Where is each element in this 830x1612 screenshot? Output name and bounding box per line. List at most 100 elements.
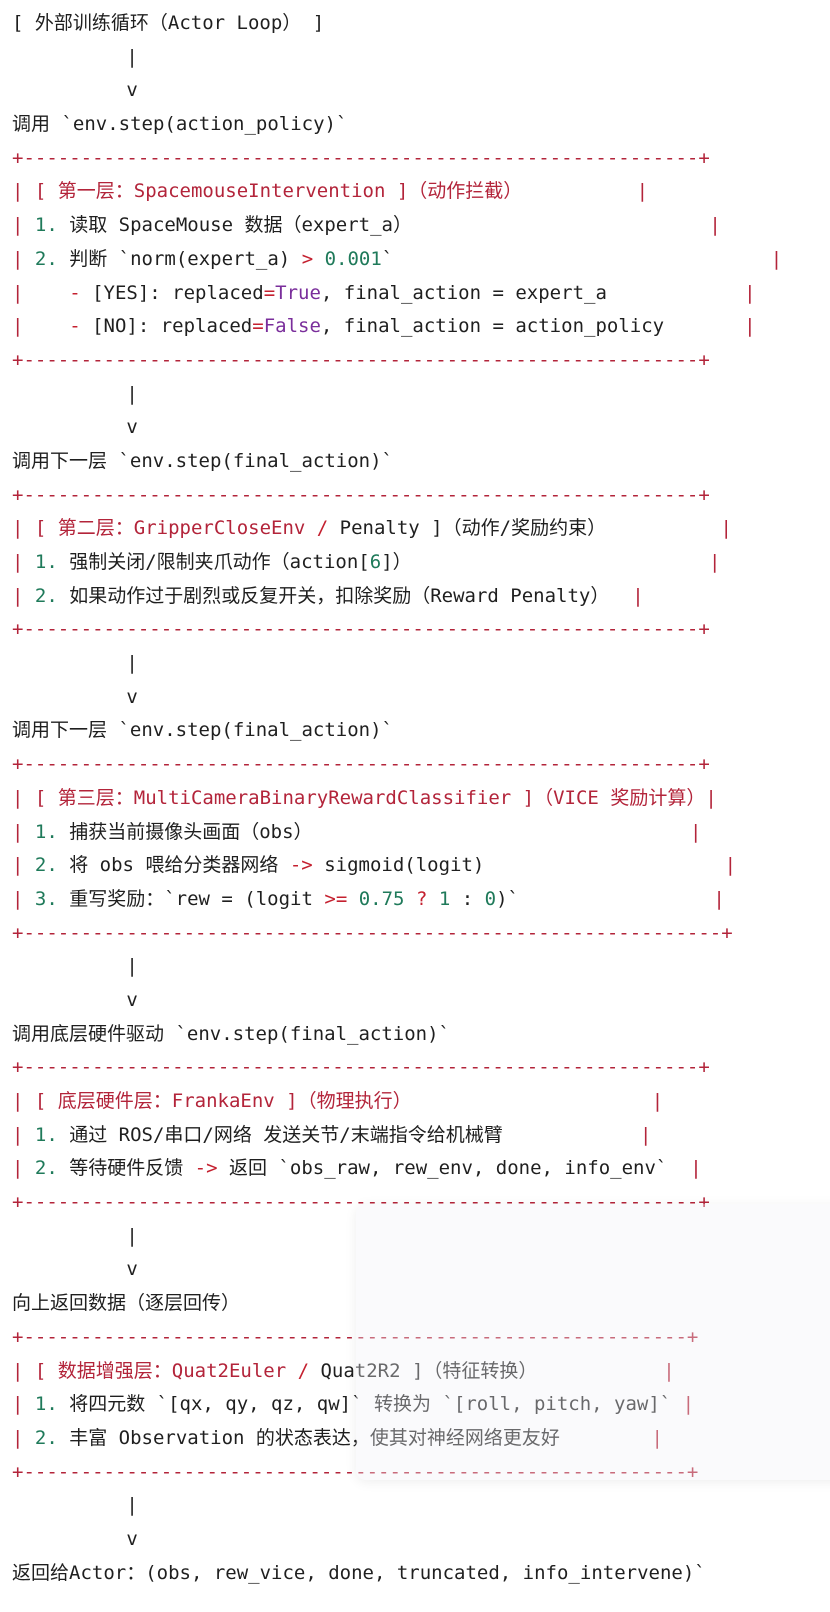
code-token: v [12, 1258, 138, 1281]
code-token: | [663, 1359, 675, 1382]
code-line: 调用 `env.step(action_policy)` [12, 108, 830, 142]
code-line: | [12, 950, 830, 984]
code-token: 等待硬件反馈 [57, 1157, 195, 1180]
code-token: Quat2R2 ]（特征转换） [309, 1359, 664, 1382]
code-token: v [12, 79, 138, 102]
code-token: | [12, 315, 70, 338]
code-token: | [12, 551, 35, 573]
code-token: | [12, 247, 35, 270]
code-token: 向上返回数据（逐层回传） [12, 1292, 241, 1315]
code-token: 1. [34, 820, 58, 843]
code-token: +---------------------------------------… [12, 146, 710, 169]
code-token: | [12, 1224, 138, 1247]
code-line: v [12, 984, 830, 1018]
code-line: | [12, 1220, 830, 1254]
code-token: 返回给Actor：(obs, rew_vice, done, truncated… [12, 1561, 706, 1584]
code-token: 0.75 [358, 887, 405, 910]
code-token: 0.001 [324, 247, 382, 270]
code-token: 返回 `obs_raw, rew_env, done, info_env` [217, 1157, 691, 1180]
code-token: - [69, 315, 81, 338]
code-line: | [ 第一层：SpacemouseIntervention ]（动作拦截） | [12, 175, 830, 209]
code-token: | [709, 214, 721, 237]
code-line: +---------------------------------------… [12, 142, 830, 176]
code-token: | [690, 1157, 702, 1180]
code-token: | [724, 854, 737, 877]
code-line: | [ 第三层：MultiCameraBinaryRewardClassifie… [12, 782, 830, 816]
code-line: 调用下一层 `env.step(final_action)` [12, 714, 830, 748]
code-token [347, 888, 358, 910]
code-line: | [ 底层硬件层：FrankaEnv ]（物理执行） | [12, 1085, 830, 1119]
code-token: | [12, 214, 35, 237]
code-token: 调用 `env.step(action_policy)` [12, 113, 348, 136]
code-line: +---------------------------------------… [12, 1456, 830, 1490]
code-line: | 1. 读取 SpaceMouse 数据（expert_a） | [12, 209, 830, 243]
code-token: 2. [34, 1426, 58, 1449]
code-token: | [12, 281, 70, 304]
code-line: v [12, 1253, 830, 1287]
code-token: v [12, 416, 138, 439]
code-token: 1. [34, 551, 58, 573]
code-line: +---------------------------------------… [12, 1186, 830, 1220]
code-line: | 2. 判断 `norm(expert_a) > 0.001` | [12, 243, 830, 277]
code-token: False [263, 315, 321, 338]
code-line: | 2. 如果动作过于剧烈或反复开关，扣除奖励（Reward Penalty） … [12, 580, 830, 614]
code-token: -> [289, 854, 313, 877]
code-line: | - [YES]: replaced=True, final_action =… [12, 277, 830, 311]
code-token: | [12, 887, 35, 910]
code-token: | [ 第二层：GripperCloseEnv [12, 517, 317, 540]
code-token: | [12, 1157, 35, 1180]
code-token: | [12, 652, 138, 675]
code-token: ]） [381, 551, 710, 573]
code-token: 判断 `norm(expert_a) [57, 247, 302, 270]
code-token: ` [381, 247, 771, 270]
code-line: | 1. 强制关闭/限制夹爪动作（action[6]） | [12, 546, 830, 580]
code-line: [ 外部训练循环（Actor Loop） ] [12, 7, 830, 41]
code-token: +---------------------------------------… [12, 1056, 710, 1079]
code-token: | [651, 1426, 663, 1449]
code-line: | 1. 捕获当前摄像头画面（obs） | [12, 816, 830, 850]
code-token: | [ 第三层：MultiCameraBinaryRewardClassifie… [12, 786, 717, 809]
code-line: | 3. 重写奖励：`rew = (logit >= 0.75 ? 1 : 0)… [12, 883, 830, 917]
code-token: 读取 SpaceMouse 数据（expert_a） [57, 214, 710, 237]
code-token: 重写奖励：`rew = (logit [57, 887, 325, 910]
code-token: 将 obs 喂给分类器网络 [57, 854, 290, 877]
code-token: 将四元数 `[qx, qy, qz, qw]` 转换为 `[roll, pitc… [57, 1393, 683, 1416]
code-token: | [770, 247, 783, 270]
code-line: | 1. 将四元数 `[qx, qy, qz, qw]` 转换为 `[roll,… [12, 1388, 830, 1422]
code-token: +---------------------------------------… [12, 618, 710, 641]
code-token: +---------------------------------------… [12, 1325, 699, 1348]
code-line: | [12, 378, 830, 412]
code-token: | [640, 1123, 652, 1146]
code-token: | [682, 1393, 695, 1416]
code-token: | [12, 1393, 35, 1416]
code-line: | 2. 等待硬件反馈 -> 返回 `obs_raw, rew_env, don… [12, 1152, 830, 1186]
code-token: 2. [34, 854, 58, 877]
code-token: 2. [34, 1157, 58, 1180]
code-line: | 2. 将 obs 喂给分类器网络 -> sigmoid(logit) | [12, 849, 830, 883]
code-token: > [301, 247, 314, 270]
code-token: sigmoid(logit) [312, 854, 725, 877]
code-line: 调用底层硬件驱动 `env.step(final_action)` [12, 1018, 830, 1052]
code-token: 调用底层硬件驱动 `env.step(final_action)` [12, 1022, 450, 1045]
code-token: 调用下一层 `env.step(final_action)` [12, 719, 393, 742]
code-line: v [12, 1523, 830, 1557]
code-token: [ 外部训练循环（Actor Loop） ] [12, 12, 325, 34]
code-token: , final_action = expert_a [320, 281, 745, 304]
code-token: 1. [34, 1393, 58, 1416]
code-token: True [275, 281, 321, 304]
code-line: | [12, 647, 830, 681]
code-token: +---------------------------------------… [12, 753, 710, 776]
code-token: | [12, 45, 138, 68]
code-token: v [12, 685, 138, 708]
code-token: , final_action = action_policy [320, 315, 745, 338]
code-line: 返回给Actor：(obs, rew_vice, done, truncated… [12, 1557, 830, 1591]
code-line: | 2. 丰富 Observation 的状态表达，使其对神经网络更友好 | [12, 1422, 830, 1456]
code-token: 1 [438, 887, 451, 910]
code-line: | [12, 1489, 830, 1523]
code-line: +---------------------------------------… [12, 917, 830, 951]
code-token: - [69, 281, 81, 304]
code-token: Penalty ]（动作/奖励约束） [328, 517, 721, 540]
code-line: | [12, 41, 830, 75]
code-token: | [12, 820, 35, 843]
code-line: | [ 数据增强层：Quat2Euler / Quat2R2 ]（特征转换） | [12, 1355, 830, 1389]
